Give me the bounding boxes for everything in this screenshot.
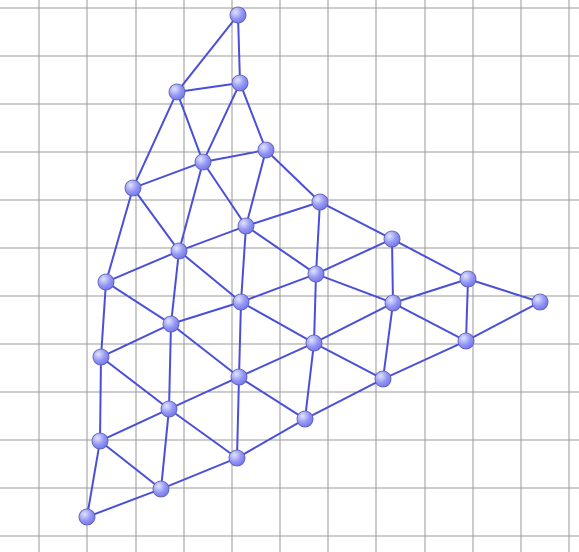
- graph-node[interactable]: [91, 432, 109, 450]
- graph-edge: [160, 457, 238, 490]
- graph-edge: [105, 281, 172, 325]
- graph-edge: [238, 342, 315, 378]
- graph-edge: [382, 302, 394, 380]
- graph-edge: [105, 250, 180, 283]
- graph-edge: [202, 161, 247, 227]
- graph-edge: [168, 323, 172, 410]
- graph-node[interactable]: [162, 315, 180, 333]
- graph-edge: [315, 273, 394, 304]
- graph-edge: [176, 91, 204, 163]
- graph-node[interactable]: [124, 179, 142, 197]
- graph-edge: [132, 187, 180, 252]
- graph-edge: [465, 301, 541, 342]
- graph-node[interactable]: [311, 193, 329, 211]
- graph-edge: [240, 225, 247, 303]
- graph-edge: [240, 273, 317, 303]
- graph-edge: [392, 302, 467, 342]
- graph-node[interactable]: [237, 217, 255, 235]
- graph-edge: [99, 356, 102, 442]
- graph-edge: [86, 440, 101, 518]
- graph-node[interactable]: [78, 508, 96, 526]
- graph-edge: [176, 14, 239, 93]
- graph-edge: [313, 273, 317, 344]
- graph-edge: [170, 301, 242, 325]
- graph-node[interactable]: [92, 348, 110, 366]
- graph-node[interactable]: [305, 334, 323, 352]
- graph-edge: [202, 82, 241, 163]
- graph-edge: [245, 149, 267, 227]
- graph-edge: [160, 408, 170, 490]
- graph-edge: [132, 161, 204, 189]
- graph-edge: [86, 488, 162, 518]
- graph-edge: [313, 342, 384, 380]
- graph-edge: [105, 187, 134, 283]
- graph-edge: [178, 250, 242, 303]
- graph-node[interactable]: [194, 153, 212, 171]
- graph-edge: [245, 225, 317, 275]
- graph-edge: [245, 201, 321, 227]
- graph-edge: [99, 408, 170, 442]
- graph-edge: [176, 82, 241, 93]
- graph-edge: [315, 238, 393, 275]
- graph-edge: [236, 376, 240, 459]
- graph-edge: [132, 91, 178, 189]
- graph-edge: [465, 278, 469, 342]
- graph-edge: [382, 340, 467, 380]
- graph-edge: [168, 408, 238, 459]
- graph-edge: [467, 278, 541, 303]
- graph-edge: [313, 302, 394, 344]
- graph-node[interactable]: [230, 368, 248, 386]
- graph-edge: [236, 418, 306, 459]
- graph-edge: [100, 323, 172, 358]
- graph-edge: [237, 14, 241, 84]
- graph-node[interactable]: [459, 270, 477, 288]
- graph-edge: [178, 161, 204, 252]
- graph-node[interactable]: [457, 332, 475, 350]
- graph-edge: [238, 376, 306, 420]
- graph-edge: [170, 250, 180, 325]
- graph-edge: [240, 301, 315, 344]
- graph-edge: [265, 149, 321, 203]
- graph-node[interactable]: [231, 74, 249, 92]
- edge-layer: [86, 14, 541, 518]
- graph-node[interactable]: [97, 273, 115, 291]
- graph-edge: [392, 278, 469, 304]
- graph-node[interactable]: [384, 294, 402, 312]
- graph-edge: [319, 201, 393, 240]
- graph-node[interactable]: [228, 449, 246, 467]
- graph-node[interactable]: [383, 230, 401, 248]
- graph-node[interactable]: [232, 293, 250, 311]
- graph-edge: [178, 225, 247, 252]
- graph-edge: [170, 323, 240, 378]
- graph-edge: [168, 376, 240, 410]
- graph-edge: [100, 356, 170, 410]
- graph-node[interactable]: [257, 141, 275, 159]
- graph-edge: [202, 149, 267, 163]
- graph-edge: [238, 301, 242, 378]
- graph-edge: [99, 440, 162, 490]
- graph-edge: [304, 378, 384, 420]
- graph-edge: [304, 342, 315, 420]
- graph-node[interactable]: [374, 370, 392, 388]
- graph-edge: [239, 82, 267, 151]
- node-layer: [78, 6, 549, 526]
- graph-node[interactable]: [229, 6, 247, 24]
- graph-node[interactable]: [170, 242, 188, 260]
- graph-edge: [391, 238, 394, 304]
- graph-node[interactable]: [160, 400, 178, 418]
- graph-node[interactable]: [168, 83, 186, 101]
- graph-node[interactable]: [152, 480, 170, 498]
- graph-edge: [100, 281, 107, 358]
- graph-node[interactable]: [296, 410, 314, 428]
- graph-node[interactable]: [307, 265, 325, 283]
- graph-edge: [391, 238, 469, 280]
- graph-node[interactable]: [531, 293, 549, 311]
- graph-edge: [315, 201, 321, 275]
